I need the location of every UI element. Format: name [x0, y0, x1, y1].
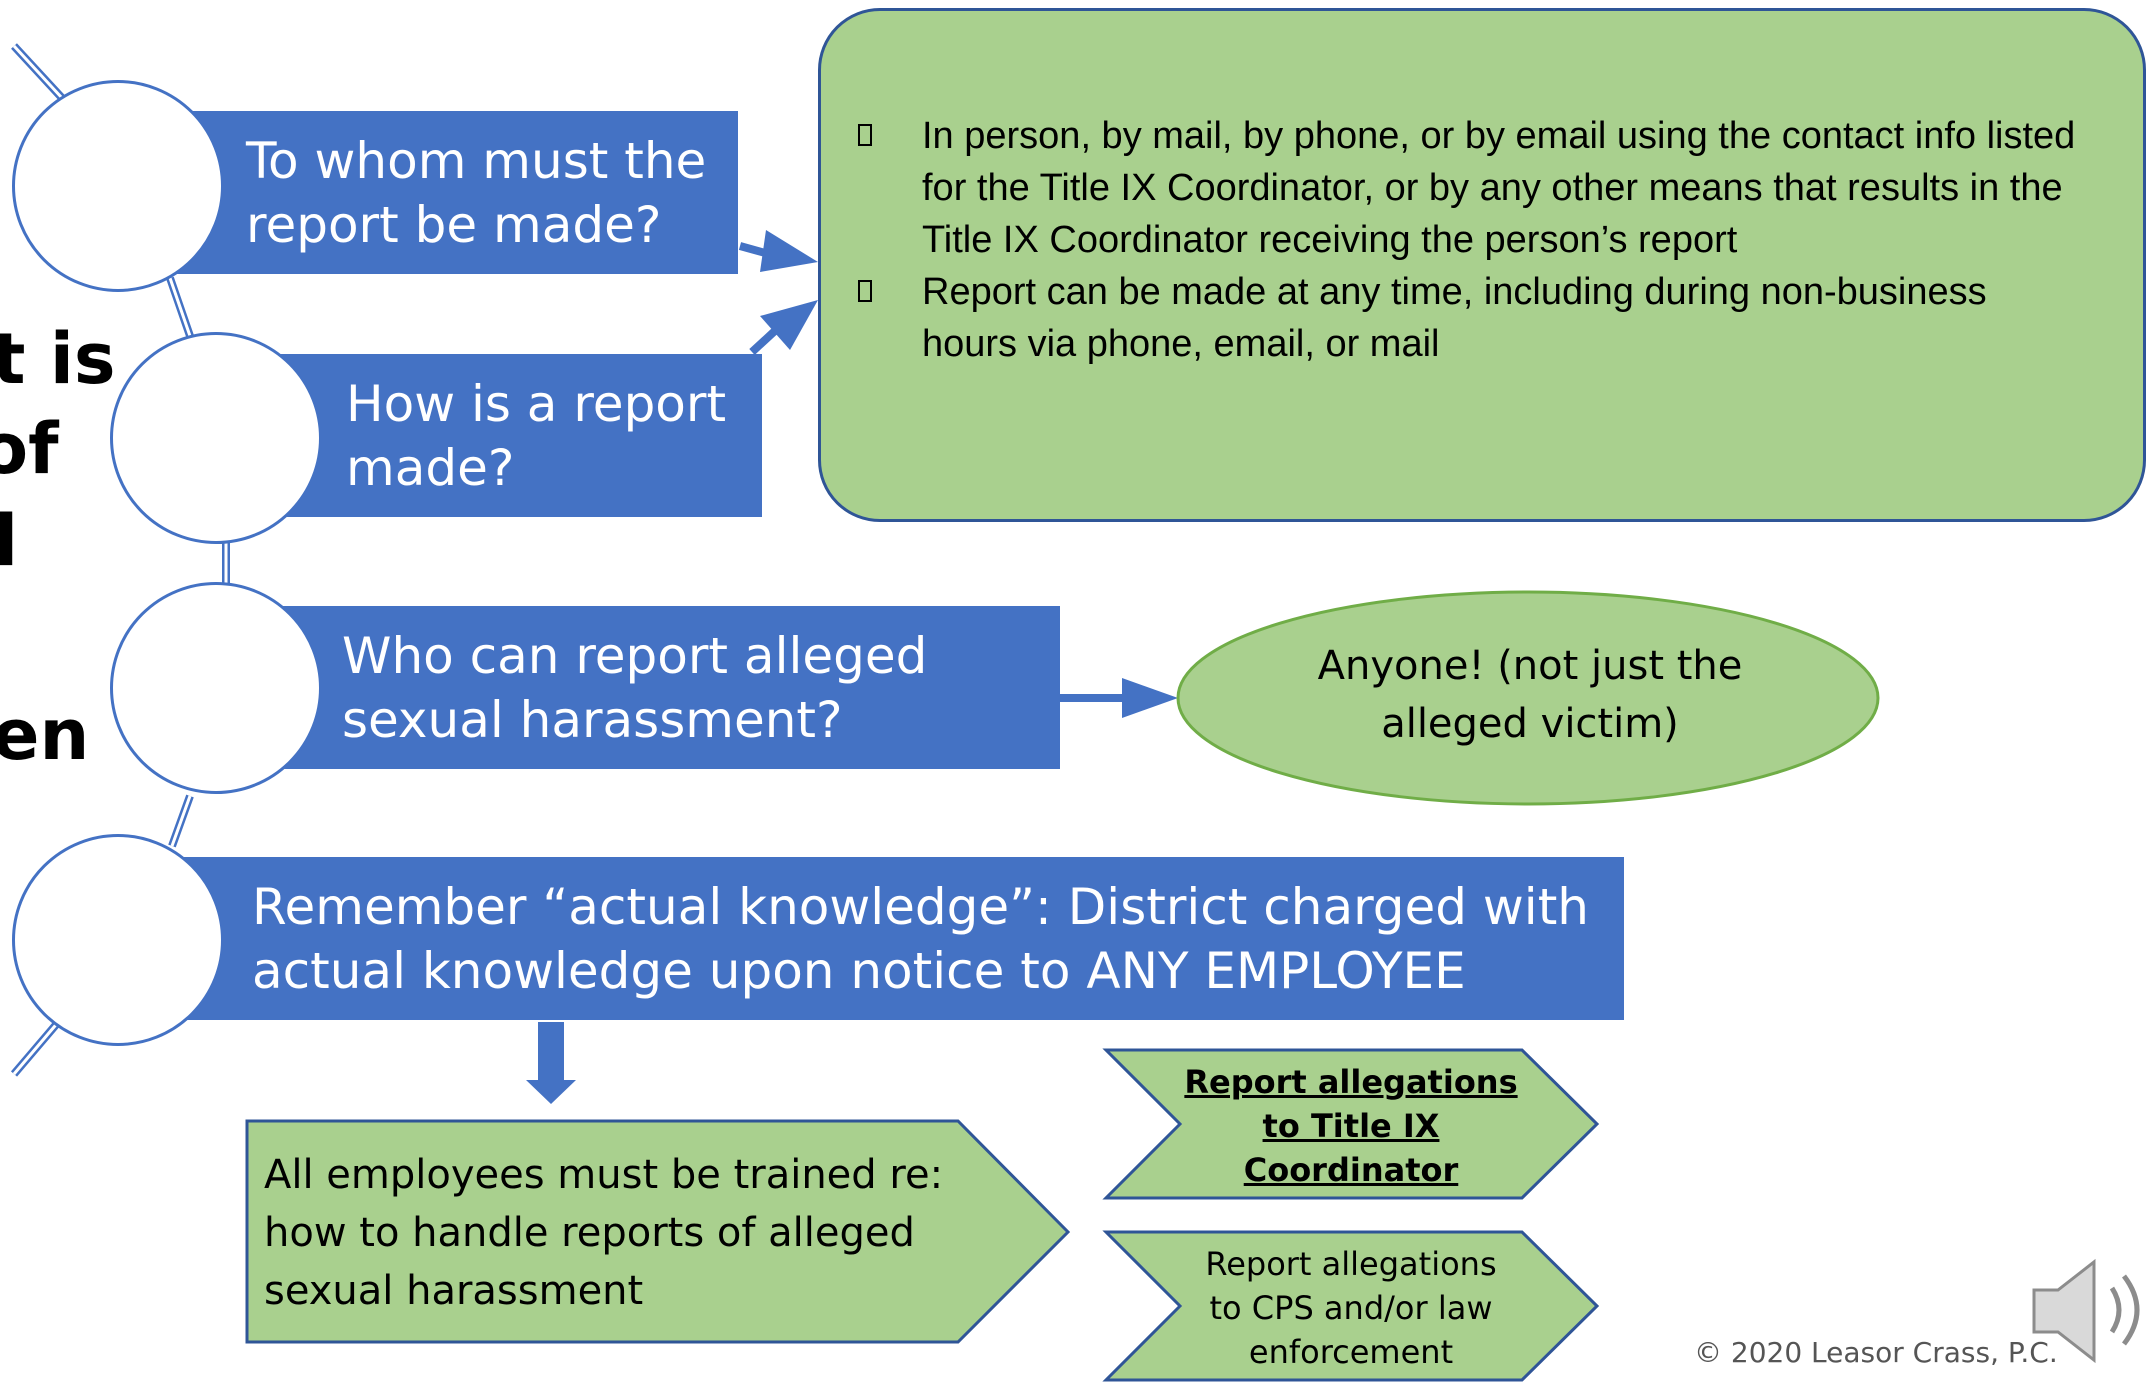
who-answer-text: Anyone! (not just the alleged victim): [1317, 643, 1743, 747]
step-circle-1: [12, 80, 224, 292]
copyright: © 2020 Leasor Crass, P.C.: [1694, 1336, 2058, 1369]
side-title-line-1: t is: [0, 318, 116, 400]
bullet-glyph: [858, 124, 872, 146]
arrow-q3-to-ellipse: [1059, 678, 1178, 718]
training-shape: [245, 1119, 1071, 1344]
report-methods-list: In person, by mail, by phone, or by emai…: [858, 110, 2088, 370]
question-who-can-report-text: Who can report alleged sexual harassment…: [342, 626, 928, 749]
actual-knowledge-text: Remember “actual knowledge”: District ch…: [252, 877, 1589, 1000]
report-step-title-ix-text: Report allegations to Title IX Coordinat…: [1184, 1063, 1518, 1189]
list-item: In person, by mail, by phone, or by emai…: [858, 110, 2088, 266]
speaker-icon[interactable]: [2032, 1258, 2140, 1364]
question-box-how: How is a report made?: [270, 354, 762, 517]
question-box-who-can-report: Who can report alleged sexual harassment…: [270, 606, 1060, 769]
side-title-line-3: d: [0, 506, 18, 576]
bullet-glyph: [858, 280, 872, 302]
step-circle-2: [110, 332, 322, 544]
question-to-whom-text: To whom must the report be made?: [246, 131, 707, 254]
training-note-text: All employees must be trained re: how to…: [264, 1152, 944, 1314]
actual-knowledge-box: Remember “actual knowledge”: District ch…: [170, 857, 1624, 1020]
report-step-chevron-2: [1102, 1230, 1600, 1382]
arrow-down-to-training: [526, 1022, 576, 1104]
who-answer-ellipse: [1176, 590, 1880, 806]
report-methods-box: [818, 8, 2146, 522]
report-step-cps-text: Report allegations to CPS and/or law enf…: [1205, 1245, 1497, 1371]
step-circle-3: [110, 582, 322, 794]
side-title-line-2: of: [0, 408, 59, 490]
arrow-q1-to-answer: [738, 230, 818, 272]
list-item: Report can be made at any time, includin…: [858, 266, 2088, 370]
arrow-q2-to-answer: [749, 300, 818, 355]
question-how-text: How is a report made?: [346, 374, 727, 497]
question-box-to-whom: To whom must the report be made?: [170, 111, 738, 274]
step-circle-4: [12, 834, 224, 1046]
side-title-line-5: en: [0, 694, 90, 776]
report-step-chevron-1: [1102, 1048, 1600, 1200]
